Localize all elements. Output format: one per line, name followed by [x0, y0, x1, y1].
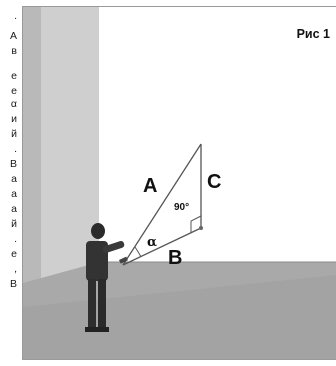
alpha-arc	[134, 246, 142, 258]
text-fragment: е	[11, 85, 17, 97]
text-fragment: е	[11, 70, 17, 82]
left-wall	[23, 7, 99, 283]
target-point	[199, 226, 203, 230]
text-fragment: .	[14, 143, 17, 155]
text-fragment: а	[11, 203, 17, 215]
text-fragment: .	[14, 10, 17, 22]
text-fragment: В	[9, 278, 17, 290]
floor-shade	[23, 275, 336, 359]
right-angle-marker	[190, 215, 202, 233]
label-A: A	[143, 175, 158, 197]
person-figure	[85, 223, 128, 332]
room-scene-graphic	[23, 7, 336, 359]
text-fragment: α	[10, 98, 17, 110]
text-fragment: е	[11, 248, 17, 260]
line-B	[122, 227, 202, 266]
figure-title: Рис 1	[296, 27, 330, 41]
label-C: C	[207, 171, 222, 193]
left-wall-shade	[23, 7, 41, 283]
text-fragment: ,	[14, 263, 17, 275]
text-fragment: й	[11, 128, 17, 140]
text-fragment: .	[14, 233, 17, 245]
figure-illustration: Рис 1 A C B 90° α	[22, 6, 336, 360]
line-A	[122, 143, 202, 266]
text-fragment: а	[11, 188, 17, 200]
text-fragment: а	[11, 173, 17, 185]
clipped-text-column: . A в е е α и й . В а а а й . е , В	[0, 0, 18, 366]
text-fragment: В	[9, 158, 17, 170]
label-right-angle: 90°	[174, 202, 190, 213]
text-fragment: й	[11, 218, 17, 230]
label-alpha: α	[147, 235, 158, 250]
text-fragment: A	[9, 30, 17, 42]
text-fragment: и	[11, 113, 17, 125]
label-B: B	[168, 247, 183, 269]
text-fragment: в	[11, 45, 17, 57]
